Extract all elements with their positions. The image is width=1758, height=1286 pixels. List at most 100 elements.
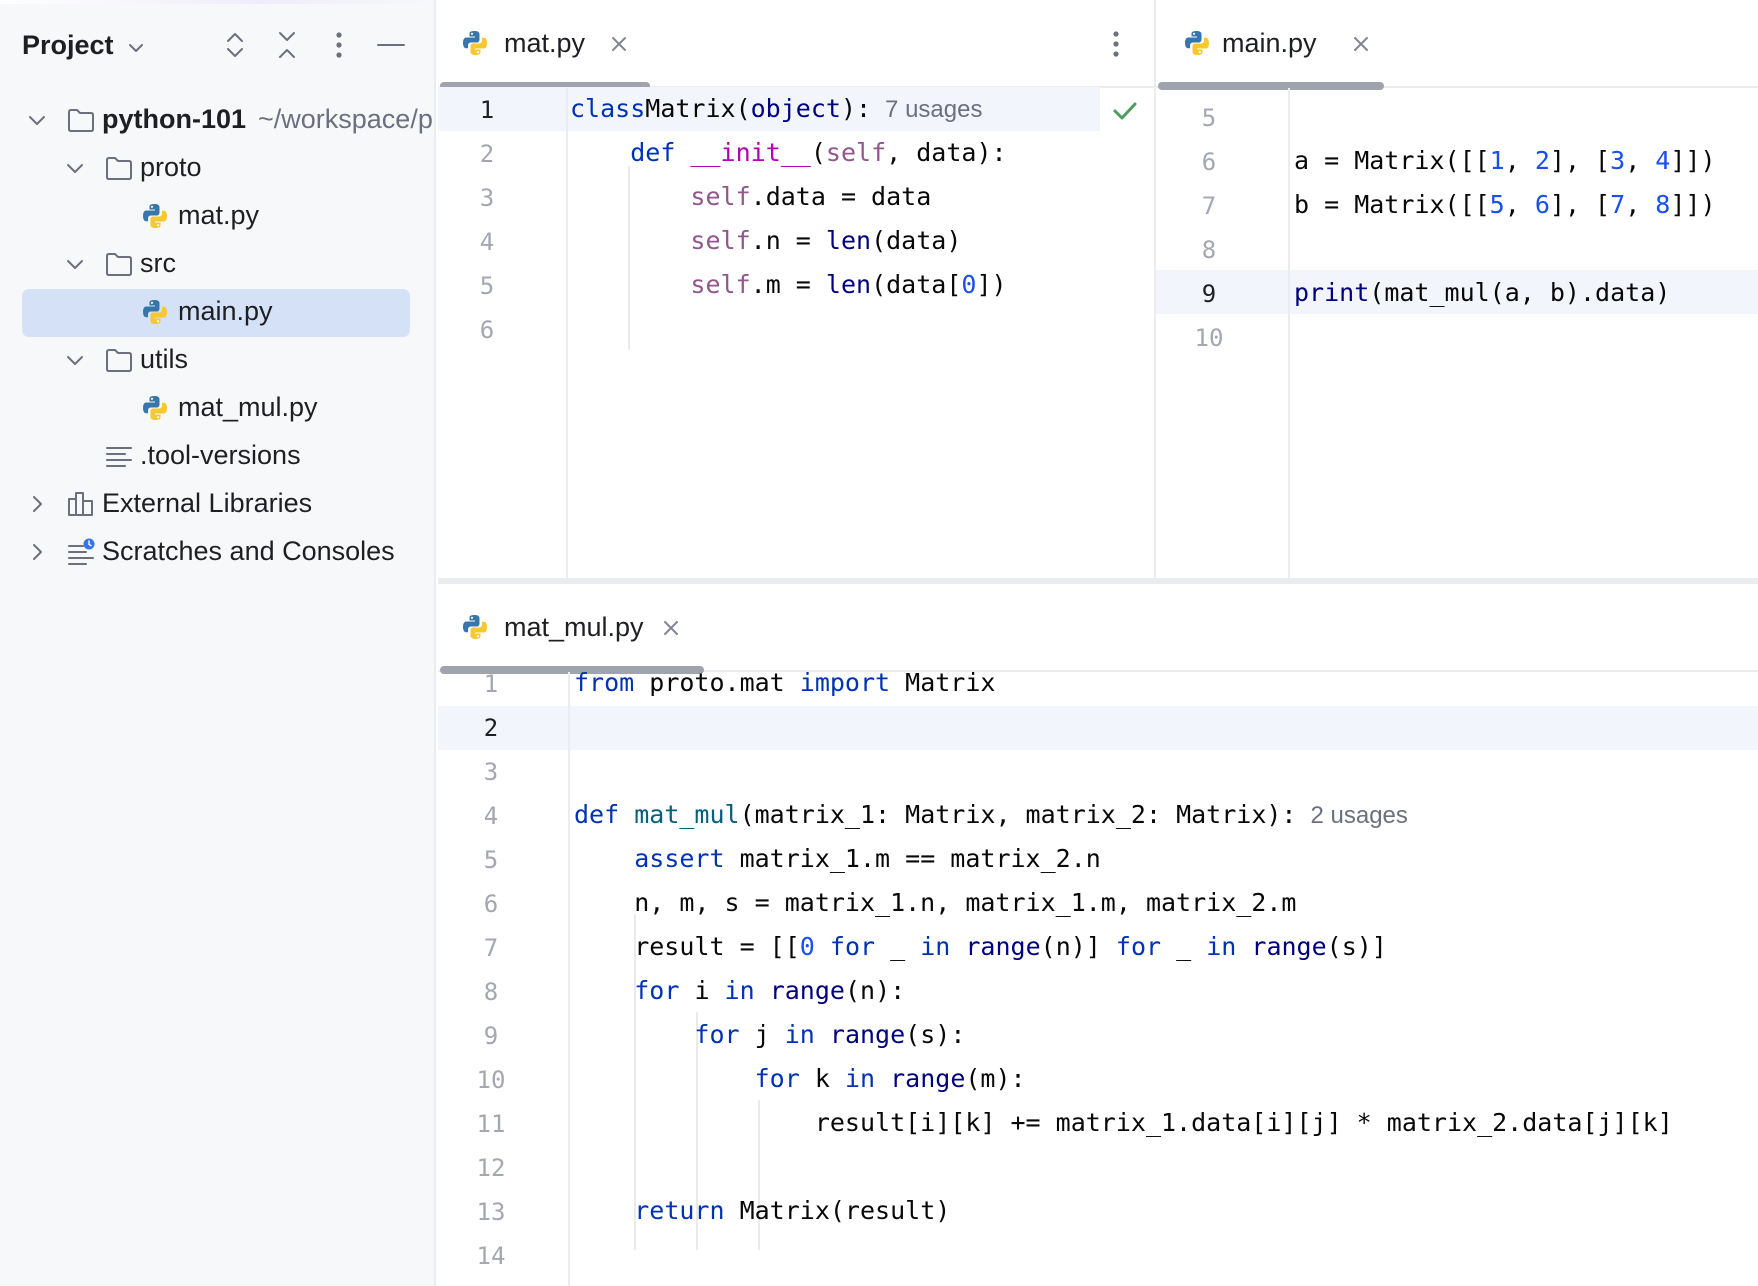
line-number[interactable]: 12 xyxy=(476,1154,506,1182)
chevron-down-icon[interactable] xyxy=(64,349,86,371)
code-line[interactable]: b = Matrix([[5, 6], [7, 8]]) xyxy=(1294,190,1716,219)
code-line[interactable]: a = Matrix([[1, 2], [3, 4]]) xyxy=(1294,146,1716,175)
code-line[interactable]: n, m, s = matrix_1.n, matrix_1.m, matrix… xyxy=(574,888,1296,917)
tree-item-label: .tool-versions xyxy=(140,440,301,470)
line-number[interactable]: 6 xyxy=(1201,148,1217,176)
vertical-splitter[interactable] xyxy=(1154,0,1156,578)
code-line[interactable]: print(mat_mul(a, b).data) xyxy=(1294,278,1670,307)
code-token: result[i][k] += matrix_1.data[i][j] * ma… xyxy=(574,1108,1673,1137)
tree-item-external-libraries[interactable]: External Libraries xyxy=(0,480,434,528)
tree-item-src[interactable]: src xyxy=(0,240,434,288)
collapse-all-icon[interactable] xyxy=(272,30,302,60)
code-token: len xyxy=(825,270,872,299)
code-line[interactable]: def __init__(self, data): xyxy=(570,138,1006,167)
line-number[interactable]: 4 xyxy=(479,228,495,256)
tree-item-scratches[interactable]: Scratches and Consoles xyxy=(0,528,434,576)
code-line[interactable]: self.data = data xyxy=(570,182,931,211)
line-number[interactable]: 4 xyxy=(483,802,499,830)
line-number[interactable]: 9 xyxy=(1201,280,1217,308)
line-number[interactable]: 1 xyxy=(483,670,499,698)
tree-item-proto[interactable]: proto xyxy=(0,144,434,192)
tab-mat-py[interactable]: mat.py xyxy=(438,0,650,90)
line-number[interactable]: 5 xyxy=(479,272,495,300)
line-number[interactable]: 6 xyxy=(479,316,495,344)
code-line[interactable]: return Matrix(result) xyxy=(574,1196,950,1225)
code-line[interactable]: self.m = len(data[0]) xyxy=(570,270,1007,299)
tree-item-label: utils xyxy=(140,344,189,374)
chevron-down-icon[interactable] xyxy=(26,109,48,131)
code-token: (data) xyxy=(871,226,962,255)
project-view-title[interactable]: Project xyxy=(22,30,114,60)
more-vertical-icon[interactable] xyxy=(1106,26,1126,62)
tree-item-label: Scratches and Consoles xyxy=(102,536,395,566)
horizontal-splitter[interactable] xyxy=(438,578,1758,584)
code-token: ( xyxy=(810,138,826,167)
line-number[interactable]: 7 xyxy=(483,934,499,962)
more-vertical-icon[interactable] xyxy=(324,30,354,60)
line-number[interactable]: 8 xyxy=(483,978,499,1006)
tree-item-utils[interactable]: utils xyxy=(0,336,434,384)
code-token: self xyxy=(690,182,751,211)
chevron-down-icon[interactable] xyxy=(64,157,86,179)
line-number[interactable]: 9 xyxy=(483,1022,499,1050)
line-number[interactable]: 7 xyxy=(1201,192,1217,220)
code-line[interactable]: for j in range(s): xyxy=(574,1020,965,1049)
tree-item-tool-versions[interactable]: .tool-versions xyxy=(0,432,434,480)
chevron-right-icon[interactable] xyxy=(26,541,48,563)
line-number[interactable]: 1 xyxy=(479,96,495,124)
code-line[interactable]: result[i][k] += matrix_1.data[i][j] * ma… xyxy=(574,1108,1673,1137)
tab-main-py[interactable]: main.py xyxy=(1156,0,1384,90)
folder-icon xyxy=(106,157,132,180)
line-number[interactable]: 2 xyxy=(483,714,499,742)
code-token: self xyxy=(690,226,751,255)
usages-inlay-hint[interactable]: 2 usages xyxy=(1310,802,1408,829)
line-number[interactable]: 11 xyxy=(476,1110,506,1138)
code-token xyxy=(570,182,690,211)
close-icon[interactable] xyxy=(1350,33,1372,55)
python-file-icon xyxy=(143,204,167,228)
line-number[interactable]: 10 xyxy=(476,1066,506,1094)
line-number[interactable]: 3 xyxy=(483,758,499,786)
line-number[interactable]: 13 xyxy=(476,1198,506,1226)
line-number[interactable]: 5 xyxy=(1201,104,1217,132)
tree-item-label: main.py xyxy=(178,296,273,326)
code-token: in xyxy=(844,1064,891,1093)
code-line[interactable]: def mat_mul(matrix_1: Matrix, matrix_2: … xyxy=(574,800,1408,830)
tree-item-mat-py[interactable]: mat.py xyxy=(0,192,434,240)
code-line[interactable]: from proto.mat import Matrix xyxy=(574,668,995,697)
code-token: self xyxy=(690,270,751,299)
usages-inlay-hint[interactable]: 7 usages xyxy=(885,96,983,123)
code-token: ]]) xyxy=(1670,146,1716,175)
code-token: import xyxy=(799,668,906,697)
line-number[interactable]: 10 xyxy=(1194,324,1224,352)
line-number[interactable]: 3 xyxy=(479,184,495,212)
expand-all-icon[interactable] xyxy=(220,30,250,60)
code-line[interactable]: classMatrix(object):7 usages xyxy=(570,94,982,124)
chevron-down-icon[interactable] xyxy=(124,36,148,60)
code-line[interactable]: self.n = len(data) xyxy=(570,226,961,255)
chevron-right-icon[interactable] xyxy=(26,493,48,515)
chevron-down-icon[interactable] xyxy=(64,253,86,275)
line-number[interactable]: 14 xyxy=(476,1242,506,1270)
close-icon[interactable] xyxy=(660,617,682,639)
line-number[interactable]: 8 xyxy=(1201,236,1217,264)
tree-item-python-101[interactable]: python-101 ~/workspace/p xyxy=(0,96,434,144)
code-token: ]) xyxy=(976,270,1007,299)
line-number[interactable]: 2 xyxy=(479,140,495,168)
code-line[interactable]: assert matrix_1.m == matrix_2.n xyxy=(574,844,1101,873)
code-line[interactable]: for i in range(n): xyxy=(574,976,905,1005)
code-line[interactable]: for k in range(m): xyxy=(574,1064,1026,1093)
code-token: 2 xyxy=(1534,146,1550,175)
line-number[interactable]: 5 xyxy=(483,846,499,874)
code-token: 1 xyxy=(1489,146,1505,175)
tree-item-mat-mul-py[interactable]: mat_mul.py xyxy=(0,384,434,432)
line-number[interactable]: 6 xyxy=(483,890,499,918)
code-token: n, m, s = matrix_1.n, matrix_1.m, matrix… xyxy=(574,888,1297,917)
check-icon[interactable] xyxy=(1110,96,1140,126)
tab-mat-mul-py[interactable]: mat_mul.py xyxy=(438,584,704,674)
close-icon[interactable] xyxy=(608,33,630,55)
minimize-icon[interactable] xyxy=(376,30,406,60)
code-line[interactable]: result = [[0 for _ in range(n)] for _ in… xyxy=(574,932,1387,961)
tree-item-main-py[interactable]: main.py xyxy=(0,288,434,337)
